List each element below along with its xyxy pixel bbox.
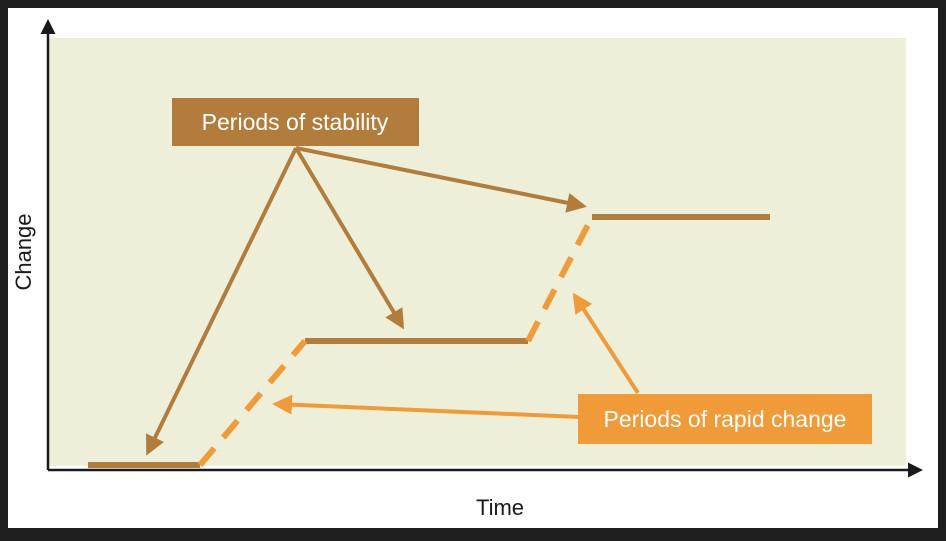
- stability-label-box: [172, 98, 419, 146]
- stability-arrow-3: [295, 146, 587, 213]
- rapid-change-label: Periods of rapid change: [604, 406, 847, 432]
- rapid-change-arrow-2: [272, 394, 581, 419]
- stability-label: Periods of stability: [202, 109, 389, 135]
- rapid-change-segment-1: [197, 339, 308, 467]
- stability-arrow-2: [294, 146, 405, 330]
- rapid-change-arrow-1: [572, 292, 640, 395]
- x-axis-label: Time: [476, 495, 524, 520]
- stability-arrow-1: [146, 147, 298, 456]
- y-axis-label: Change: [11, 213, 36, 290]
- rapid-change-segment-2: [525, 215, 595, 343]
- rapid-change-label-box: [578, 394, 872, 444]
